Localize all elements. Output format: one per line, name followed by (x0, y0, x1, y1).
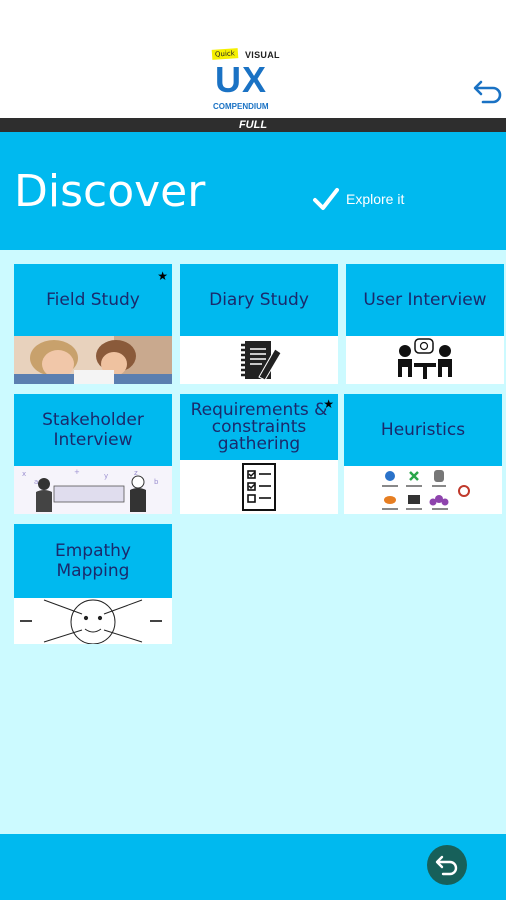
heuristics-icons (344, 466, 502, 514)
undo-icon (473, 80, 502, 104)
card-title: Field Study (46, 290, 140, 310)
card-label: Empathy Mapping (14, 524, 172, 598)
children-photo (14, 336, 172, 384)
card-title: Empathy Mapping (54, 541, 131, 581)
back-button[interactable] (427, 845, 467, 885)
star-icon: ★ (323, 397, 334, 411)
notebook-icon (180, 336, 338, 384)
card-heuristics[interactable]: Heuristics (344, 394, 502, 514)
top-bar: Quick VISUAL UX COMPENDIUM (0, 0, 506, 118)
svg-text:z: z (134, 469, 138, 477)
card-title: Diary Study (209, 290, 309, 310)
interview-icon (346, 336, 504, 384)
card-title: Heuristics (380, 420, 466, 440)
back-arrow-icon (435, 855, 458, 876)
card-label: Diary Study (180, 264, 338, 336)
card-user-interview[interactable]: User Interview (346, 264, 504, 384)
card-label: User Interview (346, 264, 504, 336)
footer-bar (0, 834, 506, 900)
card-label: Stakeholder Interview (14, 394, 172, 466)
empathy-map-sketch (14, 598, 172, 644)
star-icon: ★ (157, 269, 168, 283)
card-empathy-mapping[interactable]: Empathy Mapping (14, 524, 172, 644)
logo-ux: UX (215, 59, 268, 100)
edition-bar: FULL (0, 118, 506, 132)
card-label: Requirements & constraints gathering ★ (180, 394, 338, 460)
page-title: Discover (14, 166, 206, 217)
card-label: Heuristics (344, 394, 502, 466)
undo-button[interactable] (472, 76, 504, 106)
svg-text:x: x (22, 470, 26, 478)
logo-visual: VISUAL (245, 50, 280, 60)
svg-text:+: + (74, 468, 80, 476)
app-logo: Quick VISUAL UX COMPENDIUM (206, 44, 296, 120)
checkmark-icon (313, 188, 339, 210)
card-requirements-gathering[interactable]: Requirements & constraints gathering ★ (180, 394, 338, 514)
card-title: Stakeholder Interview (42, 410, 144, 450)
svg-text:y: y (104, 472, 108, 480)
explore-it-label: Explore it (346, 191, 405, 207)
card-field-study[interactable]: Field Study ★ (14, 264, 172, 384)
logo-compendium: COMPENDIUM (213, 102, 269, 111)
svg-text:a: a (34, 478, 38, 486)
card-title: Requirements & constraints gathering (190, 399, 328, 454)
svg-text:b: b (154, 478, 159, 486)
explore-it-button[interactable]: Explore it (312, 186, 404, 212)
card-diary-study[interactable]: Diary Study (180, 264, 338, 384)
section-header: Discover Explore it (0, 132, 506, 250)
card-title: User Interview (363, 290, 487, 310)
card-label: Field Study ★ (14, 264, 172, 336)
checklist-icon (180, 460, 338, 514)
